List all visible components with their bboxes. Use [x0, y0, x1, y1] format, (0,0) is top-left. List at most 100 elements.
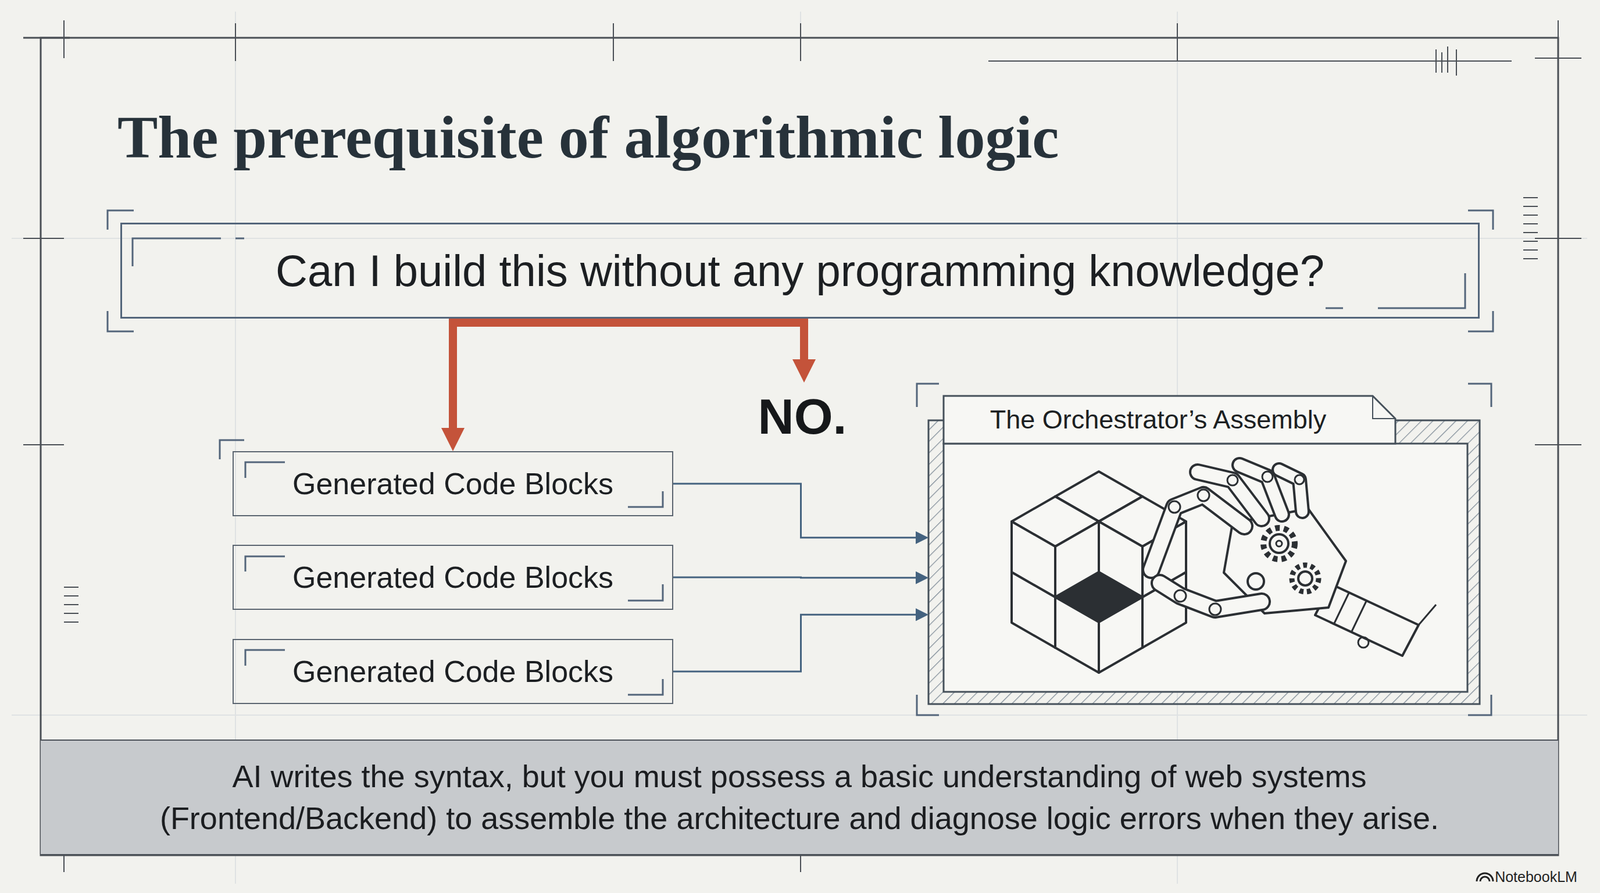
red-branch — [800, 319, 809, 360]
robot-hand — [1294, 475, 1305, 485]
cube-stack — [1098, 597, 1143, 673]
code-block-box: Generated Code Blocks — [232, 451, 674, 517]
frame-lines — [800, 855, 802, 873]
red-branch — [448, 319, 809, 360]
node-label: Generated Code Blocks — [292, 654, 614, 689]
robot-hand — [1151, 465, 1437, 656]
frame-lines — [1435, 49, 1437, 73]
frame-lines — [63, 855, 65, 873]
question-box: Can I build this without any programming… — [120, 222, 1480, 319]
corner-brackets — [245, 556, 285, 572]
corner-brackets — [245, 462, 285, 478]
slide-title: The prerequisite of algorithmic logic — [117, 102, 1060, 172]
frame-lines — [1447, 46, 1449, 73]
code-block-box: Generated Code Blocks — [232, 544, 674, 610]
corner-brackets — [107, 210, 1494, 716]
watermark: NotebookLM — [1494, 868, 1578, 886]
grid-lines — [11, 11, 1588, 884]
robot-hand — [1247, 573, 1264, 590]
corner-brackets — [1377, 273, 1466, 309]
grid-lines — [11, 237, 1588, 239]
cube-stack — [1055, 597, 1099, 673]
robot-hand — [1334, 593, 1349, 624]
frame-lines — [23, 20, 1582, 873]
frame-lines — [40, 37, 1559, 856]
corner-brackets — [219, 440, 245, 460]
frame-lines — [1523, 205, 1538, 207]
robot-hand — [1227, 475, 1238, 486]
connector-arrow — [673, 614, 916, 672]
robot-hand — [1168, 501, 1181, 513]
watermark-icon — [1476, 873, 1494, 882]
corner-brackets — [627, 491, 663, 507]
frame-lines — [1534, 237, 1582, 239]
robot-hand — [1209, 603, 1221, 616]
frame-lines — [234, 23, 237, 62]
frame-lines — [1441, 52, 1443, 73]
robot-hand — [1168, 471, 1305, 616]
red-branch — [448, 318, 809, 327]
frame-lines — [988, 60, 1512, 62]
code-block-box: Generated Code Blocks — [232, 638, 674, 705]
robot-hand — [1263, 527, 1295, 560]
frame-lines — [63, 612, 79, 614]
robot-hand — [1269, 534, 1289, 553]
robot-hand — [1151, 495, 1245, 570]
watermark-icon — [1476, 873, 1494, 882]
frame-lines — [63, 20, 65, 59]
corner-brackets — [1468, 311, 1494, 332]
frame-lines — [1534, 444, 1582, 446]
frame-lines — [1523, 231, 1538, 234]
watermark-icon — [1480, 876, 1490, 882]
robot-hand — [1197, 489, 1210, 502]
assembly-frame — [943, 395, 1396, 444]
robot-hand — [1151, 465, 1303, 610]
corner-brackets — [627, 679, 663, 695]
robot-hand — [1298, 571, 1313, 586]
frame-lines — [1455, 49, 1457, 76]
frame-lines — [63, 586, 79, 588]
corner-brackets — [627, 584, 663, 601]
caption-band: AI writes the syntax, but you must posse… — [40, 739, 1559, 856]
corner-brackets — [1468, 210, 1494, 230]
panel-heading: The Orchestrator’s Assembly — [944, 397, 1372, 443]
robot-hand — [1291, 565, 1319, 592]
frame-lines — [1523, 197, 1538, 199]
node-label: Generated Code Blocks — [292, 559, 614, 595]
corner-brackets — [245, 650, 285, 666]
assembly-panel: The Orchestrator’s Assembly — [928, 395, 1480, 705]
frame-lines — [1523, 214, 1538, 216]
node-label: Can I build this without any programming… — [275, 245, 1325, 296]
assembly-frame — [943, 443, 1468, 692]
frame-lines — [23, 237, 64, 239]
corner-brackets — [1468, 383, 1492, 407]
corner-brackets — [916, 383, 939, 407]
robot-hand — [1151, 495, 1245, 570]
frame-lines — [63, 604, 79, 606]
cube-stack — [1055, 521, 1099, 598]
frame-lines — [23, 37, 70, 39]
frame-lines — [800, 23, 802, 62]
frame-lines — [1523, 249, 1538, 251]
robot-hand — [1418, 604, 1437, 625]
assembly-frame — [928, 395, 1480, 705]
answer-label: NO. — [758, 387, 848, 446]
corner-brackets — [1325, 307, 1344, 310]
robot-hand — [1351, 601, 1367, 632]
node-label: Generated Code Blocks — [292, 466, 614, 502]
frame-lines — [1523, 258, 1538, 260]
frame-lines — [63, 595, 79, 597]
corner-brackets — [132, 238, 245, 267]
frame-lines — [63, 621, 79, 623]
robot-hand — [1174, 590, 1187, 602]
frame-lines — [1176, 23, 1178, 62]
connector-arrow — [673, 576, 916, 580]
cube-stack — [1098, 521, 1143, 598]
robot-hand — [1276, 540, 1282, 547]
grid-lines — [11, 714, 1588, 716]
frame-lines — [1523, 223, 1538, 225]
connector-arrow — [673, 483, 916, 538]
cube-stack — [1011, 521, 1056, 598]
decision-arrow — [448, 318, 457, 428]
